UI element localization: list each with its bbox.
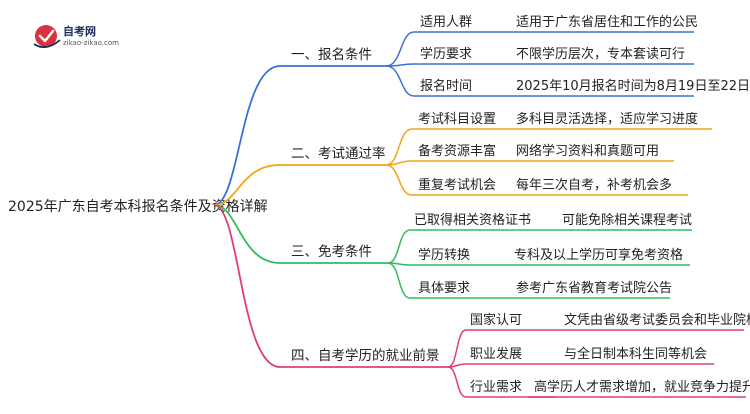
leaf-value: 不限学历层次，专本套读可行 — [516, 46, 685, 62]
logo-title: 自考网 — [63, 24, 96, 38]
branch-label: 二、考试通过率 — [291, 145, 386, 162]
leaf-value: 2025年10月报名时间为8月19日至22日 — [516, 78, 750, 94]
branch-label: 四、自考学历的就业前景 — [291, 347, 440, 364]
leaf-category: 重复考试机会 — [418, 177, 496, 193]
connector-branch-1 — [213, 65, 281, 206]
leaf-value: 适用于广东省居住和工作的公民 — [516, 14, 698, 30]
connector-leaf — [385, 31, 415, 67]
leaf-category: 学历转换 — [418, 247, 470, 263]
leaf-value: 可能免除相关课程考试 — [562, 213, 692, 228]
site-logo: 自考网 zikao-zikao.com — [33, 24, 119, 49]
branch-label: 一、报名条件 — [291, 46, 372, 63]
connector-leaf — [385, 164, 413, 196]
connector-branch-2 — [213, 164, 281, 206]
logo-check-icon — [38, 29, 55, 43]
leaf-category: 国家认可 — [470, 312, 522, 328]
leaf-category: 考试科目设置 — [418, 112, 496, 127]
leaf-category: 具体要求 — [418, 281, 470, 296]
leaf-value: 每年三次自考，补考机会多 — [516, 177, 672, 193]
leaf-category: 报名时间 — [420, 78, 472, 94]
branch-exemption: 三、免考条件 已取得相关资格证书 可能免除相关课程考试 学历转换 专科及以上学历… — [280, 212, 692, 299]
logo-badge-icon — [35, 25, 57, 47]
connector-branch-3 — [213, 204, 281, 264]
leaf-category: 职业发展 — [470, 346, 522, 362]
leaf-category: 备考资源丰富 — [418, 143, 496, 159]
connector-leaf — [385, 65, 415, 97]
root-topic: 2025年广东自考本科报名条件及资格详解 — [8, 198, 268, 215]
connector-branch-4 — [213, 204, 281, 368]
connector-leaf — [447, 366, 467, 398]
connector-leaf — [447, 329, 467, 368]
connector-leaf — [385, 128, 413, 166]
logo-subtitle: zikao-zikao.com — [63, 39, 119, 47]
leaf-value: 高学历人才需求增加，就业竞争力提升 — [534, 379, 750, 395]
leaf-value: 多科目灵活选择，适应学习进度 — [516, 111, 698, 127]
branch-registration: 一、报名条件 适用人群 适用于广东省居住和工作的公民 学历要求 不限学历层次，专… — [280, 14, 750, 97]
branch-employment: 四、自考学历的就业前景 国家认可 文凭由省级考试委员会和毕业院校颁发 职业发展 … — [280, 312, 750, 398]
leaf-category: 已取得相关资格证书 — [414, 212, 531, 228]
leaf-category: 适用人群 — [420, 15, 472, 30]
root-connectors — [213, 65, 281, 368]
leaf-value: 参考广东省教育考试院公告 — [516, 280, 672, 296]
connector-leaf — [387, 262, 411, 299]
leaf-category: 学历要求 — [420, 46, 472, 62]
leaf-value: 专科及以上学历可享免考资格 — [514, 247, 683, 263]
logo-swoosh-icon — [33, 39, 61, 49]
branch-pass-rate: 二、考试通过率 考试科目设置 多科目灵活选择，适应学习进度 备考资源丰富 网络学… — [280, 111, 712, 196]
branch-label: 三、免考条件 — [291, 243, 372, 260]
leaf-value: 网络学习资料和真题可用 — [516, 143, 659, 159]
connector-leaf — [387, 229, 411, 264]
leaf-value: 与全日制本科生同等机会 — [564, 346, 707, 362]
leaf-category: 行业需求 — [470, 380, 522, 395]
leaf-value: 文凭由省级考试委员会和毕业院校颁发 — [564, 312, 750, 328]
